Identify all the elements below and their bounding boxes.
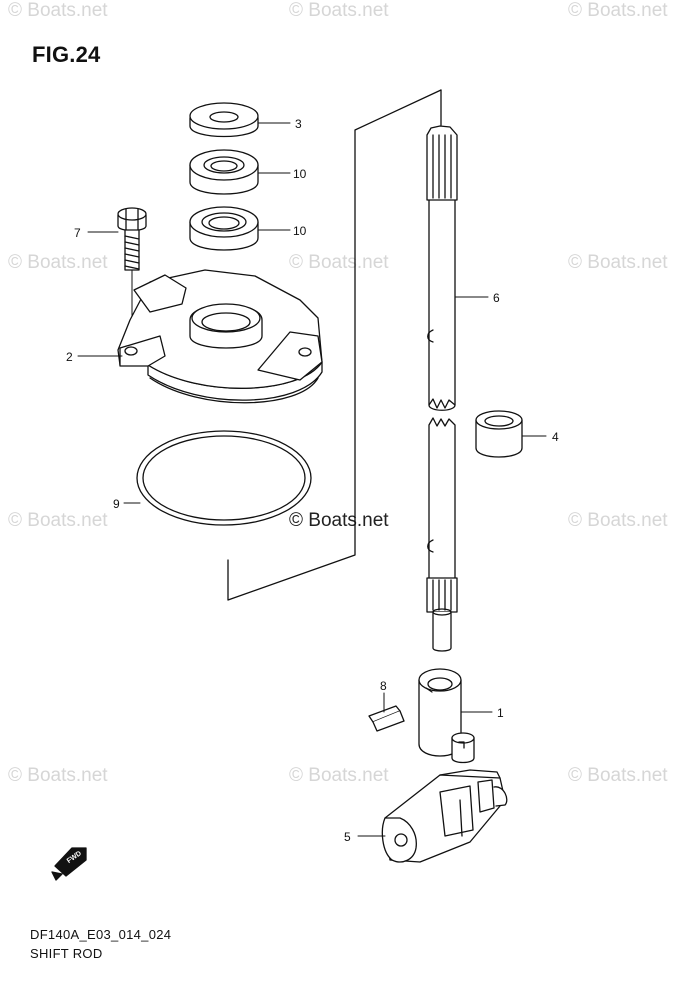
shift-rod-part-6-upper: [426, 125, 458, 411]
shift-rod-part-6-lower: [426, 417, 458, 652]
callout-6: 6: [493, 291, 500, 305]
joint-part-1: [418, 668, 475, 764]
assembly-bracket-line: [227, 89, 442, 601]
callout-3: 3: [295, 117, 302, 131]
pin-part-8: [368, 705, 405, 732]
forward-arrow-icon: FWD: [51, 847, 87, 881]
oil-seal-part-10-upper: [189, 149, 259, 195]
callout-7: 7: [74, 226, 81, 240]
figure-name: SHIFT ROD: [30, 946, 103, 961]
callout-9: 9: [113, 497, 120, 511]
washer-part-3: [189, 102, 259, 138]
watermark: © Boats.net: [568, 252, 668, 273]
callout-2: 2: [66, 350, 73, 364]
model-code: DF140A_E03_014_024: [30, 927, 172, 942]
leader-lines: [77, 122, 547, 837]
figure-title: FIG.24: [32, 42, 101, 67]
watermark: © Boats.net: [568, 0, 668, 21]
callout-8: 8: [380, 679, 387, 693]
watermark: © Boats.net: [289, 765, 389, 786]
clevis-part-5: [381, 769, 508, 863]
watermark: © Boats.net: [289, 0, 389, 21]
watermark: © Boats.net: [8, 765, 108, 786]
watermark: © Boats.net: [568, 765, 668, 786]
watermark-center: © Boats.net: [289, 510, 389, 531]
callout-4: 4: [552, 430, 559, 444]
oil-seal-part-10-lower: [189, 206, 259, 251]
o-ring-part-9: [136, 430, 312, 526]
watermark: © Boats.net: [8, 510, 108, 531]
callout-1: 1: [497, 706, 504, 720]
watermark: © Boats.net: [568, 510, 668, 531]
callout-5: 5: [344, 830, 351, 844]
housing-part-2: [117, 269, 323, 404]
callout-10-upper: 10: [293, 167, 307, 181]
watermark: © Boats.net: [8, 252, 108, 273]
callout-10-lower: 10: [293, 224, 307, 238]
watermark: © Boats.net: [289, 252, 389, 273]
bushing-part-4: [475, 410, 523, 458]
watermark: © Boats.net: [8, 0, 108, 21]
